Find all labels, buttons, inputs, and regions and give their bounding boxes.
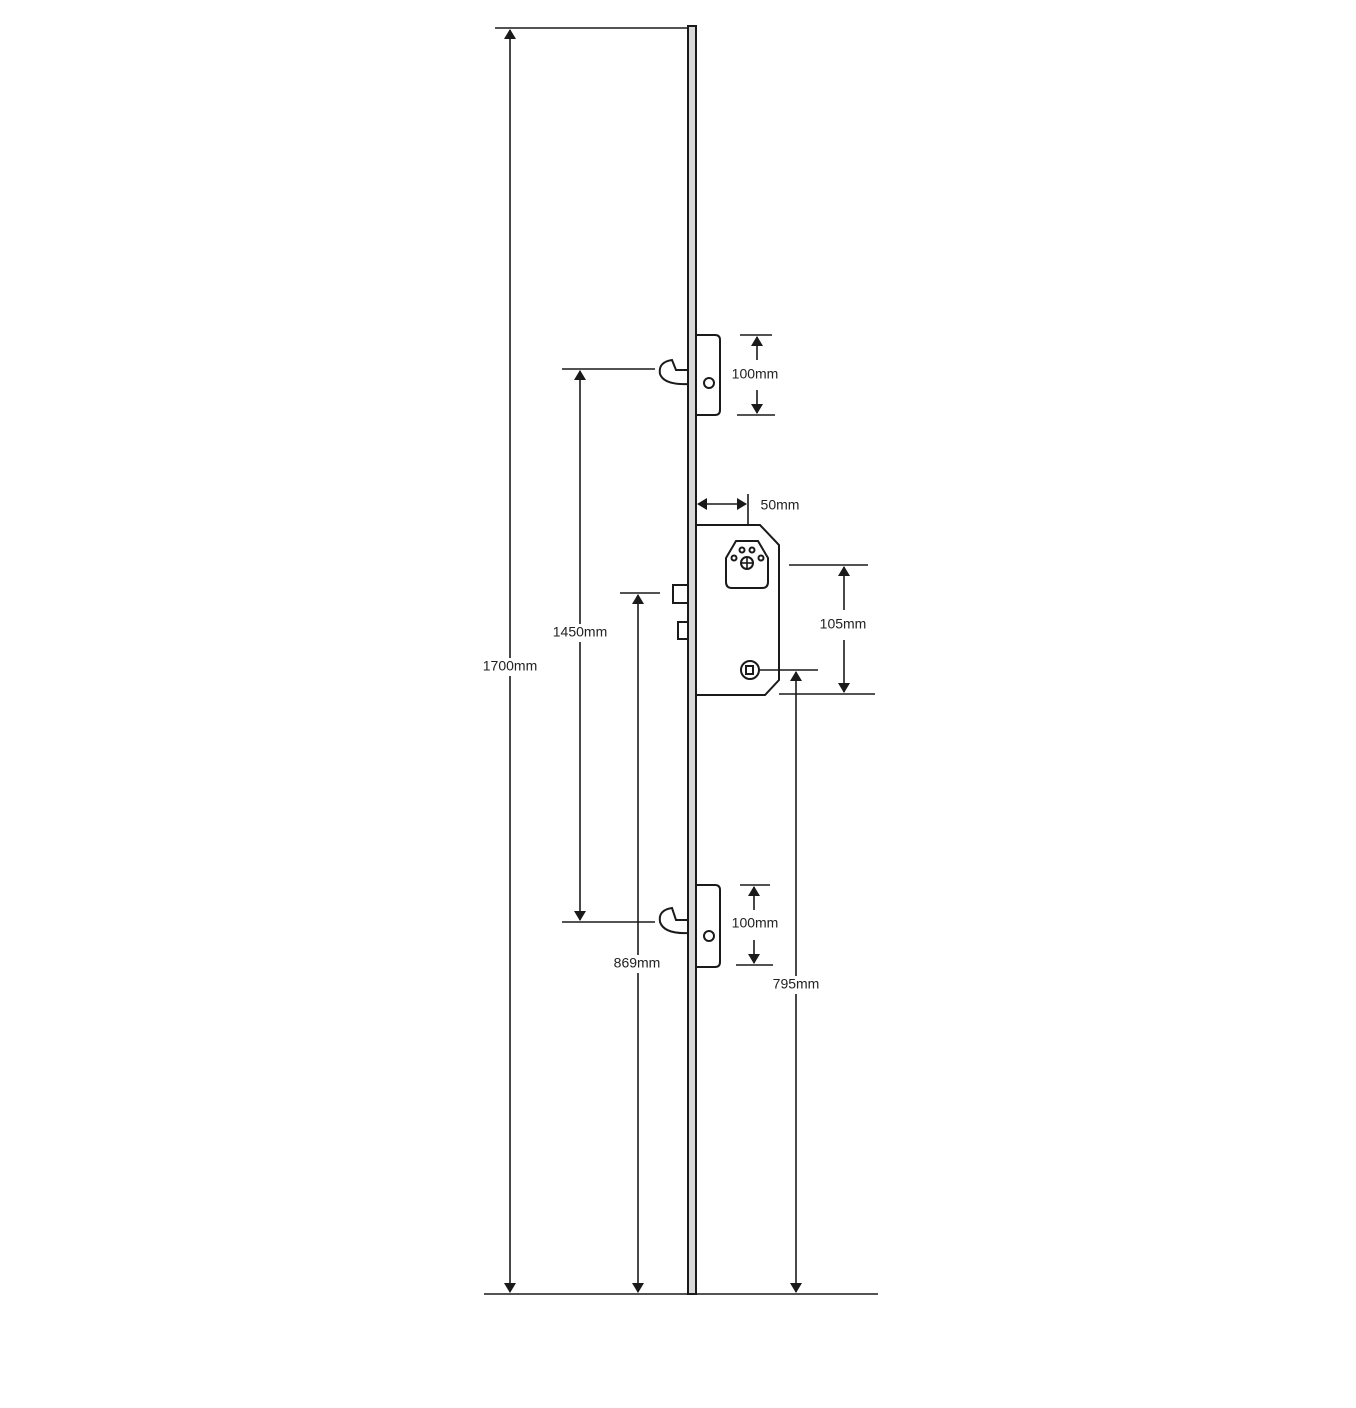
hook-centres-label: 1450mm xyxy=(553,624,607,640)
bottom-hook-assembly xyxy=(658,884,721,968)
deadbolt xyxy=(677,621,689,640)
overall-length-label: 1700mm xyxy=(483,658,537,674)
top-hook-plate-label: 100mm xyxy=(732,366,779,382)
bottom-hook-plate-label: 100mm xyxy=(732,915,779,931)
centres-label: 105mm xyxy=(820,616,867,632)
faceplate xyxy=(687,25,697,1295)
backset-label: 50mm xyxy=(761,497,800,513)
follower-height-label: 795mm xyxy=(773,976,820,992)
lock-case xyxy=(695,524,780,696)
latch xyxy=(672,584,689,604)
top-hook-assembly xyxy=(658,334,721,416)
latch-height-label: 869mm xyxy=(614,955,661,971)
